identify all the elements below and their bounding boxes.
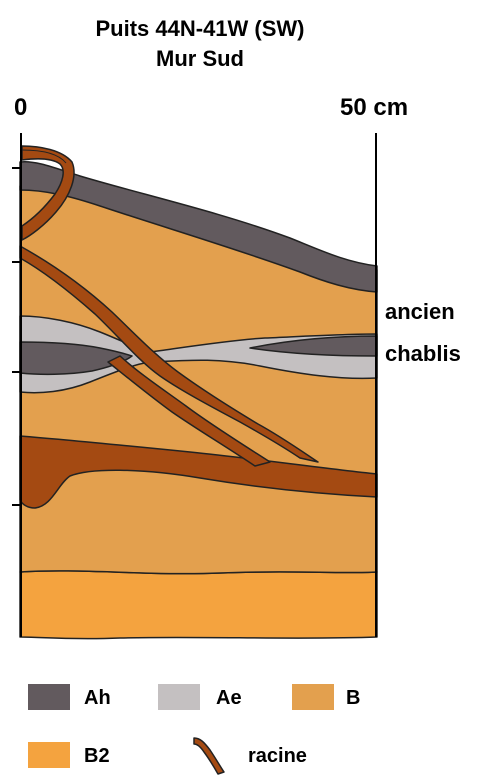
annotation-line1: ancien [385, 299, 455, 325]
root-icon [190, 734, 230, 776]
legend-label-ah: Ah [84, 686, 111, 710]
legend-label-b: B [346, 686, 360, 710]
legend-label-b2: B2 [84, 744, 110, 768]
annotation-line2: chablis [385, 341, 461, 367]
legend-swatch-b2 [28, 742, 70, 768]
horizon-b2 [20, 571, 377, 639]
legend-label-racine: racine [248, 744, 307, 768]
legend-swatch-ae [158, 684, 200, 710]
legend-label-ae: Ae [216, 686, 242, 710]
legend-swatch-ah [28, 684, 70, 710]
legend-swatch-b [292, 684, 334, 710]
